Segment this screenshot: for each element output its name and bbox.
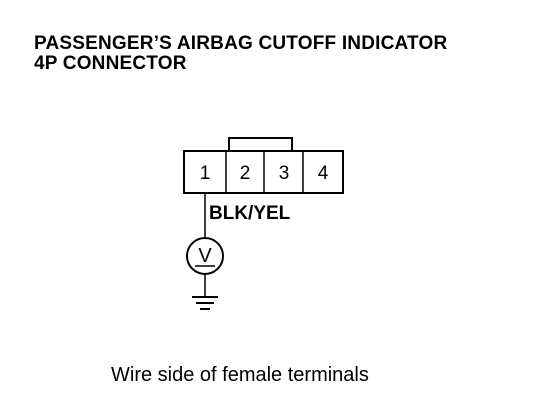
diagram-caption: Wire side of female terminals [111,364,369,386]
title-line-2: 4P CONNECTOR [34,53,187,74]
voltmeter-symbol: V [198,245,212,267]
title-line-1: PASSENGER’S AIRBAG CUTOFF INDICATOR [34,33,448,54]
pin-number-4: 4 [318,163,329,184]
wire-color-label: BLK/YEL [209,203,291,224]
connector-lock-tab [228,137,293,151]
pin-number-3: 3 [279,163,290,184]
diagram-title: PASSENGER’S AIRBAG CUTOFF INDICATOR 4P C… [34,34,447,74]
ground-icon [192,296,218,310]
pin-number-2: 2 [240,163,251,184]
pin-number-1: 1 [200,163,211,184]
